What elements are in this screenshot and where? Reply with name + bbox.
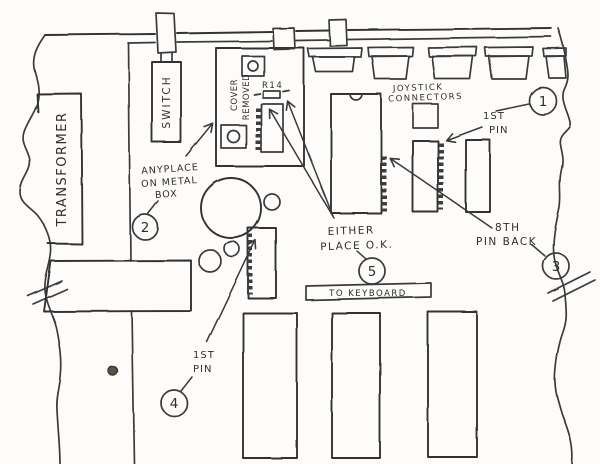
r14-lead-ticks: [253, 89, 290, 96]
joystick-port-square: [412, 103, 439, 129]
torn-edge-left: [19, 34, 63, 464]
large-circle-component: [200, 177, 262, 239]
shield-screw-1-hole: [247, 60, 259, 72]
power-switch-box: [151, 61, 182, 143]
arrow-first-pin-top-to-chip-a: [445, 126, 483, 143]
rf-connector: [328, 18, 348, 47]
switch-label: SWITCH: [161, 75, 173, 128]
joystick-connectors-label-line2: CONNECTORS: [388, 92, 463, 105]
small-circle-2: [223, 240, 241, 258]
rear-connector-5: [542, 47, 567, 79]
cover-removed-label-line2: REMOVED: [242, 74, 252, 120]
screw-hole: [107, 365, 119, 377]
callout-1-circle: [528, 86, 558, 116]
bottom-chip-2: [331, 312, 381, 459]
left-connector-block: [43, 259, 192, 313]
chip-b: [465, 139, 491, 213]
arrow-either-to-shield-chip: [268, 108, 335, 219]
rear-connector-4: [484, 46, 534, 80]
board-left-edge: [127, 42, 135, 464]
arrow-either-to-r14: [285, 100, 334, 217]
small-circle-3: [198, 249, 222, 273]
bottom-chip-1: [242, 312, 298, 459]
callout-5-circle: [358, 257, 386, 285]
leader-callout-5: [356, 250, 367, 260]
callout-3-circle: [542, 252, 570, 280]
leader-callout-2: [147, 200, 159, 215]
to-keyboard-label: TO KEYBOARD: [328, 289, 407, 299]
joystick-connectors-label-line1: JOYSTICK: [392, 83, 444, 95]
bottom-chip-3: [427, 311, 478, 458]
eighth-pin-label-line2: PIN BACK: [476, 236, 537, 248]
arrow-anyplace-to-shield: [185, 122, 214, 157]
transformer-label: TRANSFORMER: [55, 111, 70, 227]
break-marks-left: [27, 280, 68, 305]
callout-5-number: 5: [368, 264, 377, 280]
small-circle-1: [263, 193, 281, 211]
board-top-edge: [127, 35, 552, 44]
eighth-pin-label-line1: 8TH: [495, 222, 521, 234]
callout-3-number: 3: [552, 259, 561, 275]
switch-stem: [160, 52, 173, 63]
either-place-label-line1: EITHER: [327, 224, 374, 238]
switch-connector: [155, 12, 177, 54]
rear-connector-1: [307, 47, 363, 73]
r14-label: R14: [262, 81, 283, 91]
anyplace-label-line2: ON METAL: [141, 175, 198, 190]
shield-screw-2-hole: [226, 129, 241, 144]
r14-resistor: [262, 90, 281, 99]
rear-connector-3: [427, 46, 478, 80]
leader-callout-4: [180, 376, 193, 392]
first-pin-bottom-label-line2: PIN: [193, 364, 212, 375]
cover-removed-label-line1: COVER: [230, 79, 240, 111]
case-top-edge: [44, 27, 552, 36]
video-connector: [272, 27, 296, 51]
shield-screw-1: [241, 55, 265, 77]
keyboard-connector-box: [305, 282, 432, 301]
shield-screw-2: [220, 124, 247, 149]
transformer-box: [36, 92, 83, 245]
leader-callout-3: [530, 243, 546, 257]
callout-2-circle: [131, 213, 159, 241]
callout-4-number: 4: [170, 396, 179, 412]
anyplace-label-line1: ANYPLACE: [141, 162, 199, 177]
callout-2-number: 2: [141, 220, 150, 236]
arrow-eighth-pin-to-large-chip: [389, 157, 493, 229]
large-chip: [330, 93, 382, 214]
break-marks-right: [547, 271, 596, 302]
shield-chip: [260, 103, 284, 153]
anyplace-label-line3: BOX: [155, 189, 178, 202]
rear-connector-2: [367, 46, 414, 80]
first-pin-top-label-line2: PIN: [489, 125, 508, 136]
first-pin-bottom-label-line1: 1ST: [193, 350, 215, 361]
arrow-first-pin-bottom-to-mid-chip: [206, 239, 257, 343]
callout-4-circle: [160, 389, 188, 417]
first-pin-top-label-line1: 1ST: [483, 111, 505, 122]
callout-1-number: 1: [539, 94, 548, 110]
chip-a: [412, 140, 439, 213]
metal-shield-box: [215, 47, 305, 167]
either-place-label-line2: PLACE O.K.: [320, 239, 393, 254]
leader-callout-1: [495, 103, 530, 112]
torn-edge-right: [552, 27, 574, 464]
